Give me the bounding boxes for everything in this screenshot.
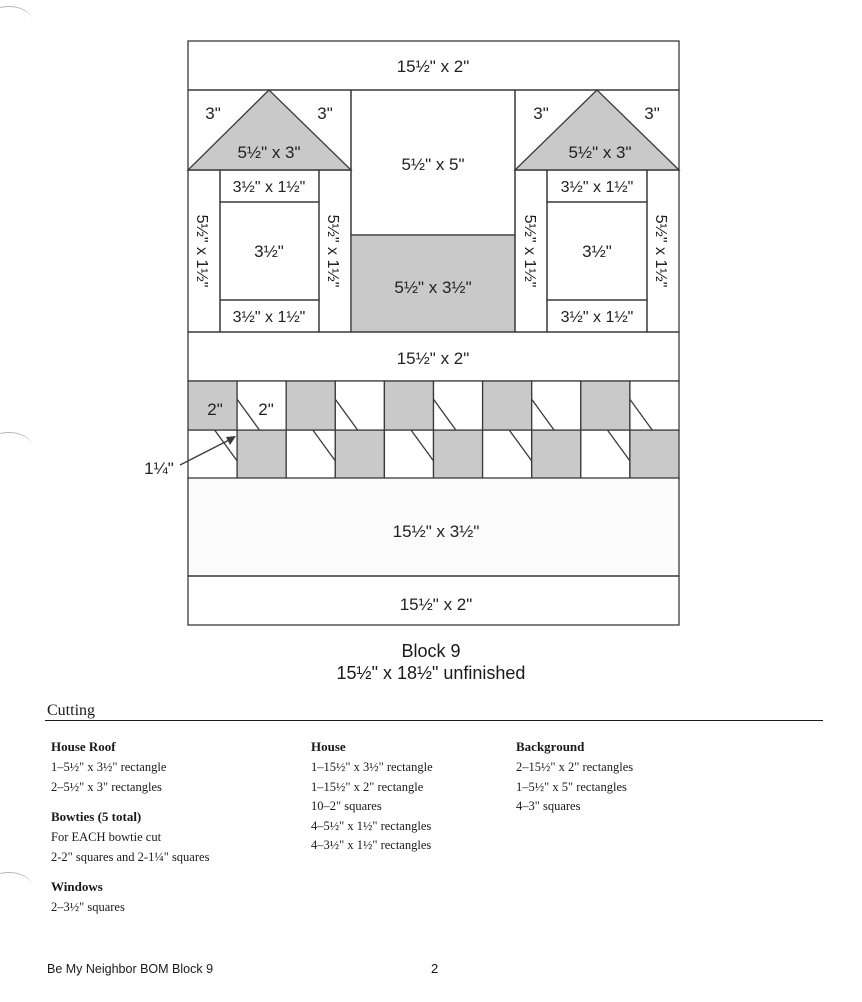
cutting-group: House 1–15½" x 3½" rectangle 1–15½" x 2"… (311, 739, 433, 856)
bowtie-square (481, 429, 533, 480)
cutting-column-1: House Roof 1–5½" x 3½" rectangle 2–5½" x… (51, 739, 209, 930)
right-corner-left-label: 3" (533, 104, 549, 123)
left-house (186, 89, 353, 333)
group-heading: House (311, 739, 346, 754)
top-strip-label: 15½" x 2" (397, 57, 470, 76)
left-window-bottom-label: 3½" x 1½" (233, 309, 306, 326)
small-square-leader (179, 437, 234, 466)
bowtie-square (285, 429, 336, 480)
bowtie-seam (334, 398, 359, 431)
bowtie-seam (629, 398, 653, 431)
bowtie-square (236, 429, 287, 480)
left-corner-left-label: 3" (205, 104, 221, 123)
left-window-top-label: 3½" x 1½" (233, 179, 306, 196)
binder-hole-mark (0, 872, 32, 901)
right-window-bottom-label: 3½" x 1½" (561, 309, 634, 326)
bowtie-seam (410, 429, 435, 462)
cutting-heading: Cutting (47, 702, 96, 719)
bowtie-square (629, 429, 680, 480)
right-window-top-label: 3½" x 1½" (561, 179, 634, 196)
cutting-column-2: House 1–15½" x 3½" rectangle 1–15½" x 2"… (311, 739, 433, 868)
bowtie-square (285, 380, 336, 431)
bowtie-square (629, 380, 680, 431)
bowtie-seam (606, 429, 631, 462)
cutting-line: 2–3½" squares (51, 900, 125, 914)
bowtie-seam (214, 429, 238, 462)
right-house (513, 89, 681, 333)
bottom-strip (187, 575, 680, 626)
left-side-right-label: 5½" x 1½" (324, 215, 341, 288)
cutting-line: 10–2" squares (311, 799, 382, 813)
left-roof-label: 5½" x 3" (237, 143, 300, 162)
bowtie-square (334, 380, 386, 431)
bowtie-seam (508, 429, 533, 462)
right-roof-label: 5½" x 3" (568, 143, 631, 162)
cutting-line: 1–5½" x 5" rectangles (516, 779, 627, 794)
cutting-line: 1–5½" x 3½" rectangle (51, 760, 167, 774)
page-number: 2 (431, 961, 439, 976)
bowtie-row (187, 380, 680, 480)
footer-title: Be My Neighbor BOM Block 9 (47, 962, 214, 976)
bowtie-square (580, 380, 631, 431)
right-corner-right-label: 3" (644, 104, 660, 123)
group-heading: House Roof (51, 739, 116, 754)
bowtie-seam (312, 429, 336, 462)
large-strip (187, 477, 680, 577)
block-diagram: 15½" x 2" 3" 3" 5½" x 3" 3½" x 1½" 3½" 3… (144, 40, 681, 626)
binder-hole-mark (0, 432, 32, 461)
right-window-label: 3½" (582, 242, 612, 261)
cutting-column-3: Background 2–15½" x 2" rectangles 1–5½" … (516, 739, 633, 829)
block-caption: Block 9 15½" x 18½" unfinished (0, 640, 862, 684)
bowtie-square (531, 380, 582, 431)
cutting-line: 1–15½" x 3½" rectangle (311, 760, 433, 774)
cutting-group: Windows 2–3½" squares (51, 879, 209, 918)
block-title: Block 9 (401, 641, 461, 661)
right-side-right-label: 5½" x 1½" (652, 215, 669, 288)
middle-strip-label: 15½" x 2" (397, 349, 470, 368)
group-heading: Windows (51, 879, 103, 894)
binder-hole-mark (0, 6, 32, 35)
bowtie-square (383, 380, 435, 431)
left-side-left-label: 5½" x 1½" (193, 215, 210, 288)
bowtie-square (580, 429, 631, 480)
bowtie-square-b-label: 2" (258, 400, 274, 419)
left-window-label: 3½" (254, 242, 284, 261)
cutting-line: For EACH bowtie cut (51, 830, 162, 844)
bowtie-square (481, 380, 533, 431)
cutting-line: 4–5½" x 1½" rectangles (311, 818, 432, 833)
center-bottom-label: 5½" x 3½" (394, 278, 471, 297)
cutting-line: 4–3½" x 1½" rectangles (311, 838, 432, 852)
cutting-line: 4–3" squares (516, 799, 581, 813)
cutting-line: 2-2" squares and 2-1¼" squares (51, 849, 210, 864)
bowtie-seam (432, 398, 457, 431)
block-size: 15½" x 18½" unfinished (336, 663, 526, 683)
right-side-left-label: 5½" x 1½" (521, 215, 538, 288)
cutting-line: 1–15½" x 2" rectangle (311, 779, 424, 794)
cutting-line: 2–15½" x 2" rectangles (516, 760, 634, 774)
bowtie-square (432, 429, 484, 480)
bowtie-square-a-label: 2" (207, 400, 223, 419)
bowtie-square (383, 429, 435, 480)
cutting-group: Bowties (5 total) For EACH bowtie cut 2-… (51, 809, 209, 867)
bowtie-square (531, 429, 582, 480)
bowtie-square (432, 380, 484, 431)
group-heading: Background (516, 739, 585, 754)
cutting-group: House Roof 1–5½" x 3½" rectangle 2–5½" x… (51, 739, 209, 797)
center-top-label: 5½" x 5" (401, 155, 464, 174)
bowtie-square (236, 380, 287, 431)
bowtie-seam (236, 398, 261, 431)
cutting-line: 2–5½" x 3" rectangles (51, 779, 162, 794)
cutting-group: Background 2–15½" x 2" rectangles 1–5½" … (516, 739, 633, 817)
bowtie-small-square-label: 1¼" (144, 459, 174, 478)
large-strip-label: 15½" x 3½" (393, 522, 480, 541)
cutting-divider (45, 720, 823, 721)
group-heading: Bowties (5 total) (51, 809, 142, 824)
bowtie-seam (531, 398, 555, 431)
left-corner-right-label: 3" (317, 104, 333, 123)
bottom-strip-label: 15½" x 2" (400, 595, 473, 614)
bowtie-square (334, 429, 386, 480)
